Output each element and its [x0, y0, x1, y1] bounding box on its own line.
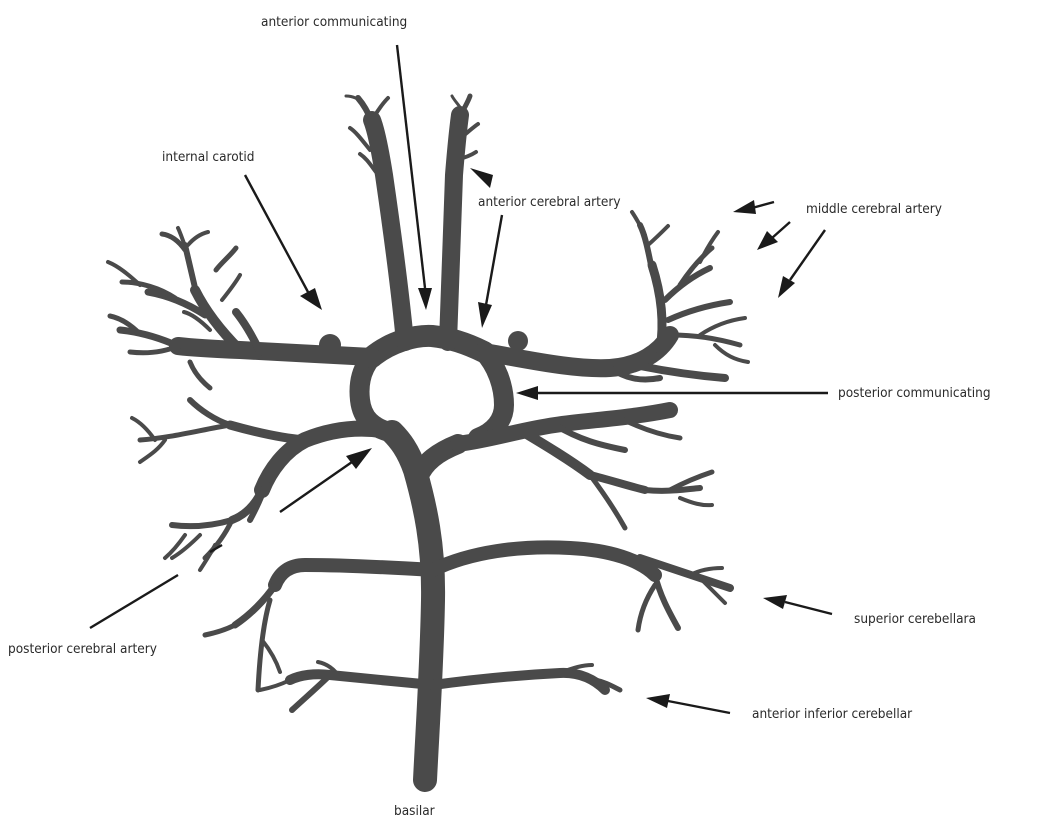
- anterior-inferior-cerebellar-pointer: [668, 701, 730, 713]
- posterior-cerebral-pointer: [280, 462, 352, 512]
- circle-top: [372, 336, 484, 357]
- posterior-communicating-vessel: [478, 352, 504, 438]
- label-anterior-inferior-cerebellar: anterior inferior cerebellar: [752, 706, 912, 722]
- anterior-cerebral-pointer: [486, 215, 502, 305]
- middle-cerebral-pointer-1: [752, 202, 774, 208]
- label-anterior-cerebral-artery: anterior cerebral artery: [478, 194, 621, 210]
- superior-cerebellar-left: [275, 565, 433, 585]
- internal-carotid-pointer: [245, 175, 308, 292]
- label-internal-carotid: internal carotid: [162, 149, 255, 165]
- label-posterior-communicating: posterior communicating: [838, 385, 991, 401]
- label-anterior-communicating: anterior communicating: [261, 14, 407, 30]
- middle-cerebral-pointer-3: [790, 230, 825, 280]
- anterior-inferior-cerebellar-right: [433, 673, 605, 690]
- superior-cerebellar-pointer: [785, 602, 832, 614]
- anterior-inferior-cerebellar-left: [290, 674, 433, 685]
- anterior-cerebral-right: [448, 115, 460, 342]
- label-superior-cerebellara: superior cerebellara: [854, 611, 976, 627]
- middle-cerebral-left: [178, 346, 372, 357]
- middle-cerebral-pointer-2: [772, 222, 790, 238]
- label-basilar: basilar: [394, 803, 435, 819]
- superior-cerebellar-right: [433, 547, 655, 575]
- label-middle-cerebral-artery: middle cerebral artery: [806, 201, 942, 217]
- vessel-tree: [108, 96, 748, 780]
- label-posterior-cerebral-artery: posterior cerebral artery: [8, 641, 157, 657]
- anterior-cerebral-left: [372, 120, 405, 342]
